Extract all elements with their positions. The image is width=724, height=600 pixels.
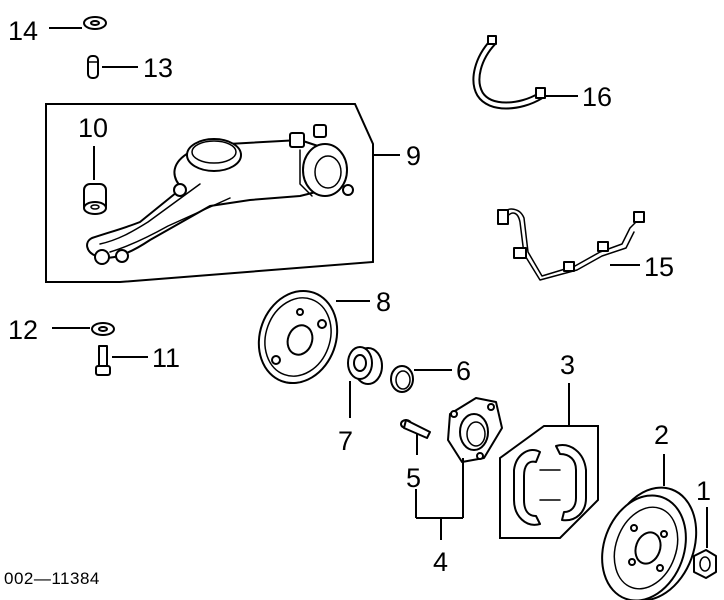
callout-8: 8: [376, 287, 391, 317]
callout-13: 13: [143, 53, 173, 83]
callout-12: 12: [8, 315, 38, 345]
leader-4-bracket: [415, 458, 464, 540]
part-10-bushing: [83, 183, 107, 215]
callout-1: 1: [696, 476, 711, 506]
part-1-hub-nut: [693, 549, 717, 579]
part-9-trailing-arm-box: [45, 103, 374, 283]
part-16-hose: [472, 35, 546, 110]
callout-5: 5: [406, 463, 421, 493]
callout-4: 4: [433, 547, 448, 577]
part-9-trailing-arm: [86, 124, 354, 265]
callout-6: 6: [456, 356, 471, 386]
part-3-brake-shoes: [499, 425, 599, 539]
figure-code: 002—11384: [4, 569, 100, 588]
part-7-bearing: [347, 346, 383, 385]
callout-15: 15: [644, 252, 674, 282]
part-4-hub-flange: [447, 397, 503, 463]
callout-10: 10: [78, 113, 108, 143]
callout-2: 2: [654, 420, 669, 450]
callout-9: 9: [406, 141, 421, 171]
part-2-brake-drum: [601, 486, 698, 600]
part-14-washer: [83, 16, 107, 30]
callout-7: 7: [338, 426, 353, 456]
part-15-sensor-wire: [497, 208, 645, 281]
callout-11: 11: [152, 343, 180, 373]
callout-3: 3: [560, 350, 575, 380]
callout-16: 16: [582, 82, 612, 112]
part-12-washer: [91, 322, 115, 336]
part-6-snap-ring: [390, 365, 414, 393]
part-5-wheel-stud: [400, 419, 431, 439]
part-11-bolt: [95, 345, 111, 376]
part-8-backing-plate: [257, 289, 339, 385]
part-13-pin: [87, 55, 99, 79]
callout-14: 14: [8, 16, 38, 46]
